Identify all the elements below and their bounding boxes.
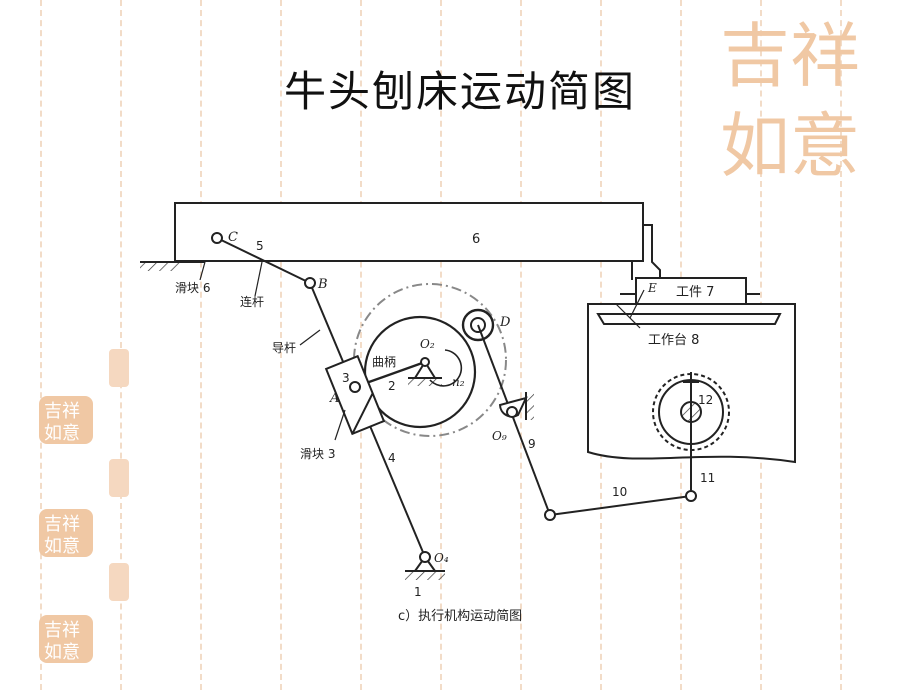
seal-watermark-small: 吉祥 如意	[39, 509, 93, 557]
label-ram-6: 6	[472, 232, 480, 247]
background-stripe	[120, 0, 122, 690]
ram-body	[174, 202, 661, 280]
joint-b	[304, 277, 316, 289]
seal-watermark-tiny	[109, 349, 129, 387]
workpiece	[620, 277, 760, 305]
label-frame-1: 1	[414, 585, 422, 599]
background-stripe	[200, 0, 202, 690]
label-joint-a: A	[329, 391, 339, 406]
label-link-5: 5	[256, 239, 264, 253]
joint-o9	[506, 406, 518, 418]
diagram-caption: c）执行机构运动简图	[398, 608, 522, 624]
seal-watermark-small: 吉祥 如意	[39, 396, 93, 444]
joint-9-10	[544, 509, 556, 521]
label-workpiece: 工件 7	[676, 285, 714, 300]
label-link-9: 9	[528, 437, 536, 451]
seal-watermark-large: 吉祥 如意	[720, 15, 860, 187]
background-stripe	[40, 0, 42, 690]
label-slider-3: 滑块 3	[300, 447, 335, 461]
label-crank: 曲柄	[372, 355, 396, 369]
rocker-lever	[477, 324, 551, 516]
label-link-4: 4	[388, 451, 396, 465]
rotation-arrow	[429, 349, 463, 387]
svg-text:吉祥: 吉祥	[720, 15, 860, 97]
joint-a	[349, 381, 361, 393]
label-o2: O₂	[420, 337, 435, 351]
crank-path-circle	[353, 283, 507, 437]
label-o9: O₉	[492, 429, 507, 443]
ground-left	[140, 261, 205, 271]
label-link-11: 11	[700, 471, 715, 485]
label-n2: n₂	[452, 375, 465, 389]
label-joint-e: E	[647, 281, 657, 295]
crank-gear	[363, 315, 477, 429]
svg-text:如意: 如意	[44, 536, 80, 557]
svg-text:吉祥: 吉祥	[44, 620, 80, 641]
slide-title: 牛头刨床运动简图	[283, 67, 636, 116]
connecting-rod	[216, 237, 311, 284]
svg-text:吉祥: 吉祥	[44, 514, 80, 535]
svg-text:吉祥: 吉祥	[44, 401, 80, 422]
label-worktable: 工作台 8	[648, 333, 699, 348]
background-stripe	[360, 0, 362, 690]
svg-text:如意: 如意	[44, 642, 80, 663]
label-slider-3-num: 3	[342, 371, 350, 385]
slider-3	[324, 354, 386, 436]
label-slider-6: 滑块 6	[175, 281, 210, 295]
background-stripe	[840, 0, 842, 690]
background-stripe	[280, 0, 282, 690]
joint-11	[685, 490, 697, 502]
svg-text:如意: 如意	[44, 423, 80, 444]
label-link-10: 10	[612, 485, 627, 499]
seal-watermark-tiny	[109, 563, 129, 601]
svg-text:如意: 如意	[720, 105, 860, 187]
label-joint-d: D	[499, 315, 511, 330]
seal-watermark-small: 吉祥 如意	[39, 615, 93, 663]
seal-watermark-tiny	[109, 459, 129, 497]
label-joint-b: B	[317, 277, 328, 292]
background-stripe	[520, 0, 522, 690]
label-joint-c: C	[228, 230, 238, 245]
joint-c	[211, 232, 223, 244]
label-o4: O₄	[434, 551, 449, 565]
joint-o4	[419, 551, 431, 563]
label-crank-2: 2	[388, 379, 396, 393]
joint-o2	[420, 357, 430, 367]
gear-wheel	[652, 372, 730, 496]
link-10	[549, 495, 692, 516]
label-connecting-rod: 连杆	[240, 294, 264, 309]
label-gear-12: 12	[698, 393, 713, 407]
label-guide-rod: 导杆	[272, 341, 296, 355]
